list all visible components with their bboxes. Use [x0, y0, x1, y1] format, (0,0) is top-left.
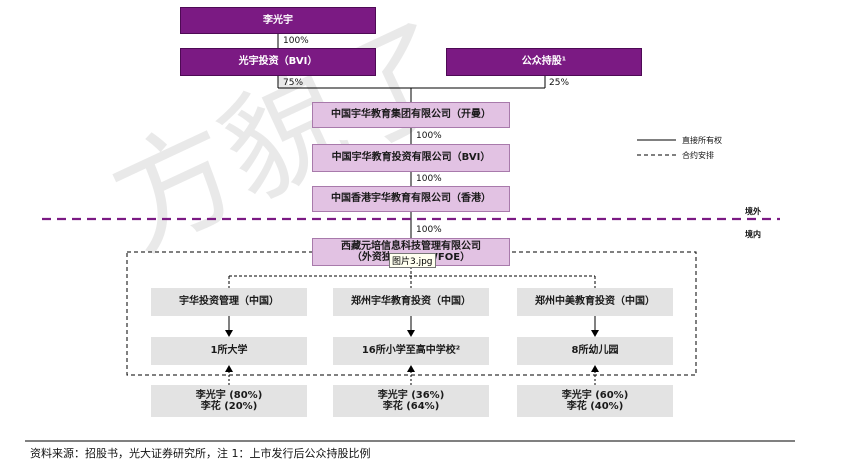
school-box: 8所幼儿园 [517, 337, 673, 365]
top-person-box: 李光宇 [180, 7, 376, 34]
holding-company-box: 郑州宇华教育投资（中国） [333, 288, 489, 316]
holding-company-box: 郑州中美教育投资（中国） [517, 288, 673, 316]
image-tooltip: 图片3.jpg [389, 253, 436, 268]
owner-box: 李光宇 (60%) 李花 (40%) [517, 385, 673, 417]
owner-box: 李光宇 (80%) 李花 (20%) [151, 385, 307, 417]
owner-line-a: 李光宇 (80%) [195, 389, 263, 401]
owner-line-a: 李光宇 (36%) [377, 389, 445, 401]
owner-box: 李光宇 (36%) 李花 (64%) [333, 385, 489, 417]
wfoe-line2-start: （外资独 [351, 252, 392, 263]
legend-dashed-text: 合约安排 [682, 151, 714, 160]
cayman-company-box: 中国宇华教育集团有限公司（开曼） [312, 102, 510, 128]
pct-top-label: 100% [283, 36, 309, 46]
bvi-holding-box: 光宇投资（BVI） [180, 48, 376, 76]
pct-hk-label: 100% [416, 225, 442, 235]
offshore-label: 境外 [745, 207, 761, 216]
pct-cayman-label: 100% [416, 131, 442, 141]
pct-right-label: 25% [549, 78, 570, 88]
pct-bvi-sub-label: 100% [416, 174, 442, 184]
school-box: 1所大学 [151, 337, 307, 365]
hk-subsidiary-box: 中国香港宇华教育有限公司（香港） [312, 186, 510, 212]
owner-line-b: 李花 (40%) [566, 401, 624, 412]
holding-company-box: 宇华投资管理（中国） [151, 288, 307, 316]
wfoe-line2-end: WFOE） [426, 252, 471, 263]
school-box: 16所小学至高中学校² [333, 337, 489, 365]
wfoe-line2: （外资独 WFOE） [352, 252, 470, 264]
owner-line-b: 李花 (64%) [382, 401, 440, 412]
owner-line-a: 李光宇 (60%) [561, 389, 629, 401]
onshore-label: 境内 [745, 230, 761, 239]
wfoe-line1: 西藏元培信息科技管理有限公司 [341, 240, 481, 252]
owner-line-b: 李花 (20%) [200, 401, 258, 412]
public-holding-box: 公众持股¹ [446, 48, 642, 76]
source-footnote: 资料来源：招股书，光大证券研究所，注 1：上市发行后公众持股比例 [30, 447, 371, 460]
legend-solid-text: 直接所有权 [682, 136, 722, 145]
bvi-subsidiary-box: 中国宇华教育投资有限公司（BVI） [312, 144, 510, 172]
pct-left-label: 75% [283, 78, 304, 88]
